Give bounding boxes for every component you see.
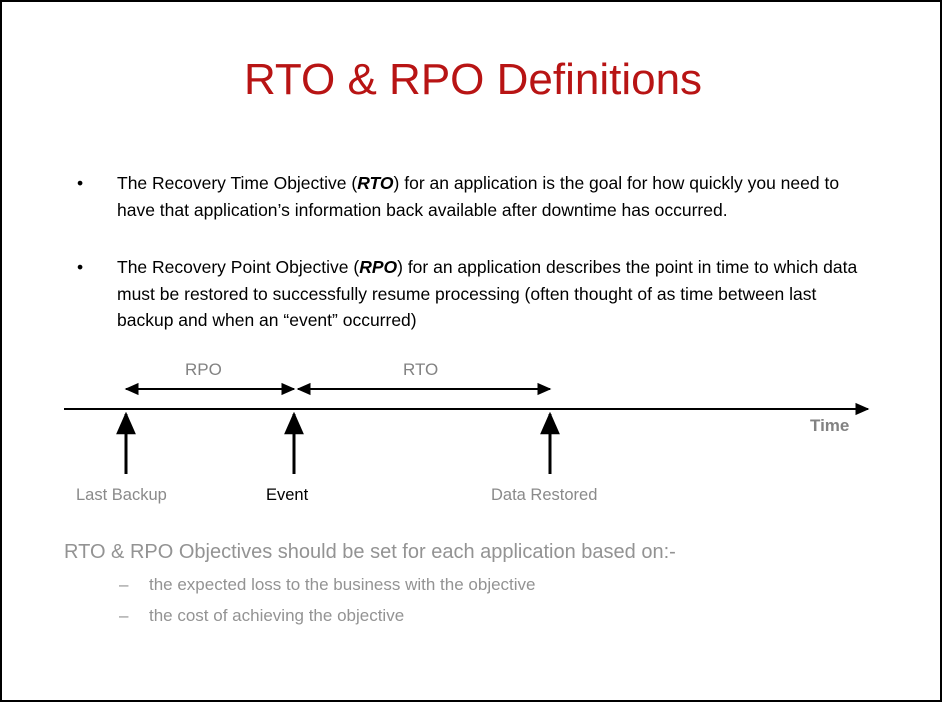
bullet-text-before: The Recovery Time Objective ( bbox=[117, 173, 358, 193]
axis-label-time: Time bbox=[810, 416, 850, 435]
sub-bullet-dash-icon: – bbox=[119, 575, 129, 594]
bullet-marker-icon: • bbox=[77, 173, 84, 193]
timeline-diagram bbox=[2, 352, 940, 517]
closing-notes: RTO & RPO Objectives should be set for e… bbox=[64, 538, 884, 628]
span-label-rto: RTO bbox=[403, 360, 439, 379]
tick-label-last-backup: Last Backup bbox=[76, 486, 167, 504]
sub-bullet-text: the cost of achieving the objective bbox=[149, 606, 405, 625]
bullet-row: • The Recovery Time Objective (RTO) for … bbox=[72, 170, 872, 223]
sub-bullet-dash-icon: – bbox=[119, 606, 129, 625]
bullet-item-rto: • The Recovery Time Objective (RTO) for … bbox=[72, 170, 872, 223]
bullet-item-rpo: • The Recovery Point Objective (RPO) for… bbox=[72, 254, 872, 334]
bullet-emphasis-rpo: RPO bbox=[359, 257, 398, 277]
span-label-rpo: RPO bbox=[185, 360, 222, 379]
closing-heading: RTO & RPO Objectives should be set for e… bbox=[64, 541, 676, 563]
sub-bullet-text: the expected loss to the business with t… bbox=[149, 575, 536, 594]
bullet-text-before: The Recovery Point Objective ( bbox=[117, 257, 360, 277]
bullet-marker-icon: • bbox=[77, 257, 84, 277]
bullet-row: • The Recovery Point Objective (RPO) for… bbox=[72, 254, 872, 334]
sub-bullet-item: – the expected loss to the business with… bbox=[64, 573, 884, 597]
tick-label-event: Event bbox=[266, 486, 309, 504]
bullet-text-after: ) for an application describes the point… bbox=[117, 257, 858, 330]
bullet-text-after: ) for an application is the goal for how… bbox=[117, 173, 840, 220]
bullet-text: The Recovery Point Objective (RPO) for a… bbox=[117, 257, 857, 330]
sub-bullet-item: – the cost of achieving the objective bbox=[64, 604, 884, 628]
timeline-graphic bbox=[64, 382, 870, 474]
tick-label-data-restored: Data Restored bbox=[491, 486, 598, 504]
bullet-emphasis-rto: RTO bbox=[357, 173, 394, 193]
bullet-text: The Recovery Time Objective (RTO) for an… bbox=[117, 173, 839, 220]
page-title: RTO & RPO Definitions bbox=[243, 55, 703, 104]
